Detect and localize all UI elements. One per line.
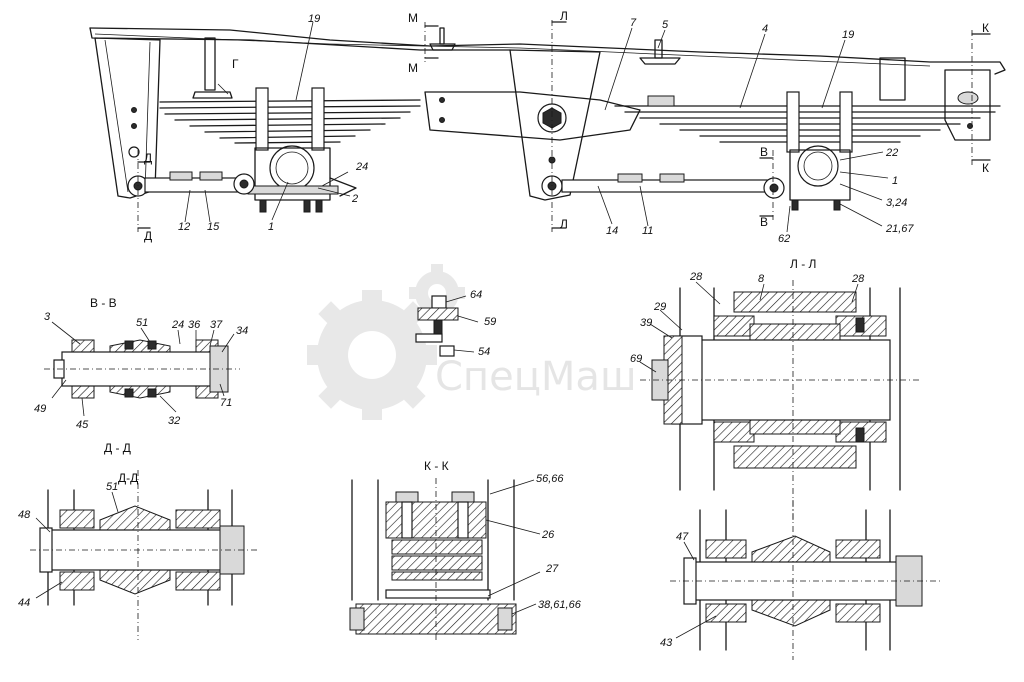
callout-22: 22 xyxy=(885,147,898,159)
mark-l-top: Л xyxy=(560,9,568,23)
vv-callout-49: 49 xyxy=(34,403,46,415)
ll-callout-28-left: 28 xyxy=(689,271,703,283)
mark-d-bottom: Д xyxy=(144,229,152,243)
vv-callout-45: 45 xyxy=(76,419,89,431)
small-gear-icon xyxy=(409,264,465,315)
dd-callout-48: 48 xyxy=(18,509,31,521)
rear-reaction-rod xyxy=(561,173,785,199)
watermark-text: СпецМаш xyxy=(435,354,637,400)
dd-callout-51: 51 xyxy=(106,481,118,493)
ll-callout-39: 39 xyxy=(640,317,652,329)
front-stop-post xyxy=(204,37,216,91)
frame-flange xyxy=(94,33,931,67)
section-vv: В - В 3 51 24 36 37 34 49 45 32 71 xyxy=(34,296,248,431)
callout-14: 14 xyxy=(606,225,618,237)
mark-d-top: Д xyxy=(144,151,152,165)
front-reaction-rod xyxy=(144,171,255,195)
main-view-leaders xyxy=(184,21,889,233)
mark-v-bottom: В xyxy=(760,215,768,229)
ll-callout-8: 8 xyxy=(758,273,765,285)
callout-2: 2 xyxy=(351,193,358,205)
callout-1-rear: 1 xyxy=(892,175,898,187)
vv-callout-24: 24 xyxy=(171,319,184,331)
vv-callout-34: 34 xyxy=(236,325,248,337)
lower-right-callout-47: 47 xyxy=(676,531,689,543)
callout-62: 62 xyxy=(778,233,790,245)
mark-k-top: К xyxy=(982,21,989,35)
callout-15: 15 xyxy=(207,221,220,233)
mark-m-top: М xyxy=(408,11,418,25)
callout-24: 24 xyxy=(355,161,368,173)
main-view: 19 7 5 4 19 24 2 1 12 15 14 11 22 1 3,24… xyxy=(89,9,1006,245)
vv-callout-36: 36 xyxy=(188,319,201,331)
rear-leaf-spring xyxy=(614,91,1001,153)
section-dd-title: Д - Д xyxy=(104,441,131,455)
callout-11: 11 xyxy=(642,225,653,237)
mark-v-top: В xyxy=(760,145,768,159)
section-vv-title: В - В xyxy=(90,296,117,310)
kk-callout-27: 27 xyxy=(545,563,559,575)
vv-callout-37: 37 xyxy=(210,319,223,331)
detail-m: 64 59 54 xyxy=(415,289,496,358)
mark-g: Г xyxy=(232,57,239,71)
section-dd-subtitle: Д-Д xyxy=(118,471,138,485)
front-bracket xyxy=(94,37,161,199)
lower-right-callout-43: 43 xyxy=(660,637,673,649)
vv-callout-51: 51 xyxy=(136,317,148,329)
callout-21-67: 21,67 xyxy=(885,223,914,235)
dd-callout-44: 44 xyxy=(18,597,30,609)
rear-bracket xyxy=(944,69,991,141)
callout-1-front: 1 xyxy=(268,221,274,233)
callout-19-rear: 19 xyxy=(842,29,854,41)
m-callout-59: 59 xyxy=(484,316,496,328)
m-callout-64: 64 xyxy=(470,289,482,301)
mark-l-bottom: Л xyxy=(560,217,568,231)
kk-callout-38-61-66: 38,61,66 xyxy=(538,599,582,611)
front-leaf-spring xyxy=(159,87,421,151)
callout-7: 7 xyxy=(630,17,637,29)
front-axle-tube xyxy=(269,145,315,191)
callout-5: 5 xyxy=(662,19,669,31)
section-dd: Д - Д Д-Д 51 48 44 xyxy=(18,441,260,640)
vv-callout-71: 71 xyxy=(220,397,232,409)
m-callout-54: 54 xyxy=(478,346,490,358)
ll-callout-29: 29 xyxy=(653,301,666,313)
mark-k-bottom: К xyxy=(982,161,989,175)
callout-19-front: 19 xyxy=(308,13,320,25)
callout-4: 4 xyxy=(762,23,768,35)
section-kk-title: К - К xyxy=(424,459,449,473)
balancer-body xyxy=(424,91,641,141)
section-kk: К - К 56,66 26 27 38,61,66 xyxy=(349,459,582,640)
callout-12: 12 xyxy=(178,221,190,233)
middle-bracket xyxy=(509,49,601,201)
mark-m-bottom: М xyxy=(408,61,418,75)
section-ll-title: Л - Л xyxy=(790,257,816,271)
ll-callout-69: 69 xyxy=(630,353,642,365)
vv-callout-3: 3 xyxy=(44,311,51,323)
rear-stop-post xyxy=(879,57,906,101)
kk-callout-56-66: 56,66 xyxy=(536,473,564,485)
callout-3-24: 3,24 xyxy=(886,197,907,209)
section-lower-right: 47 43 xyxy=(660,500,940,660)
watermark-logo: СпецМаш xyxy=(307,264,637,420)
section-ll: Л - Л 28 8 28 29 39 69 xyxy=(630,257,920,520)
vv-callout-32: 32 xyxy=(168,415,180,427)
kk-callout-26: 26 xyxy=(541,529,555,541)
ll-callout-28-right: 28 xyxy=(851,273,865,285)
